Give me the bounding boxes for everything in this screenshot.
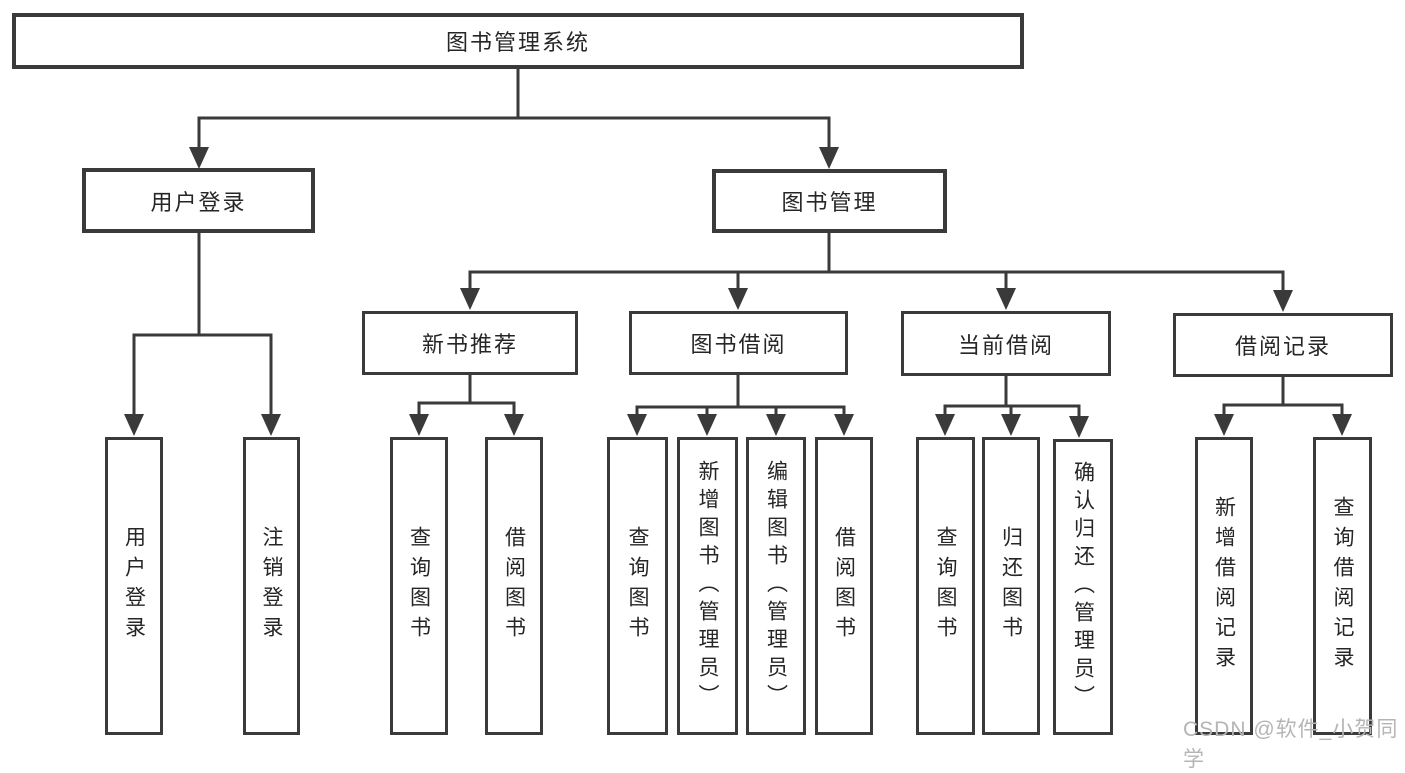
leaf-return-books: 归还图书 <box>982 437 1040 735</box>
leaf-query-books-3: 查询图书 <box>916 437 975 735</box>
connector-lines <box>124 67 1352 438</box>
node-borrowing-records: 借阅记录 <box>1173 313 1393 377</box>
leaf-query-borrow-record-label: 查询借阅记录 <box>1331 496 1354 676</box>
csdn-watermark: CSDN @软件_小贺同学 <box>1183 718 1399 771</box>
leaf-query-books-1-label: 查询图书 <box>407 526 431 646</box>
leaf-logout-label: 注销登录 <box>260 526 283 646</box>
node-book-management-label: 图书管理 <box>781 190 878 215</box>
leaf-borrow-books-1-label: 借阅图书 <box>502 526 526 646</box>
node-current-borrowing-label: 当前借阅 <box>957 332 1054 358</box>
leaf-borrow-books-2: 借阅图书 <box>815 437 873 735</box>
leaf-logout: 注销登录 <box>243 437 300 735</box>
leaf-confirm-return-admin: 确认归还（管理员） <box>1053 439 1113 735</box>
leaf-edit-books-admin-label: 编辑图书（管理员） <box>764 460 788 712</box>
leaf-return-books-label: 归还图书 <box>999 526 1023 646</box>
leaf-query-books-3-label: 查询图书 <box>934 526 957 646</box>
node-root: 图书管理系统 <box>12 13 1024 69</box>
arrowheads <box>124 147 1352 438</box>
leaf-query-books-2: 查询图书 <box>607 437 668 735</box>
leaf-user-login-label: 用户登录 <box>122 526 146 646</box>
leaf-add-borrow-record-label: 新增借阅记录 <box>1212 496 1236 676</box>
leaf-borrow-books-2-label: 借阅图书 <box>832 526 856 646</box>
node-new-book-recommendation-label: 新书推荐 <box>421 332 518 357</box>
leaf-query-borrow-record: 查询借阅记录 <box>1313 437 1372 735</box>
node-user-login: 用户登录 <box>82 168 315 233</box>
connector-path <box>132 67 1344 424</box>
node-book-borrowing-label: 图书借阅 <box>690 332 787 357</box>
leaf-user-login: 用户登录 <box>105 437 163 735</box>
leaf-query-books-1: 查询图书 <box>390 437 448 735</box>
leaf-add-borrow-record: 新增借阅记录 <box>1195 437 1253 735</box>
node-book-borrowing: 图书借阅 <box>629 311 848 375</box>
leaf-borrow-books-1: 借阅图书 <box>485 437 543 735</box>
node-current-borrowing: 当前借阅 <box>901 311 1111 376</box>
node-borrowing-records-label: 借阅记录 <box>1234 334 1331 359</box>
node-book-management: 图书管理 <box>712 169 947 233</box>
leaf-edit-books-admin: 编辑图书（管理员） <box>746 437 806 735</box>
org-chart-canvas: 图书管理系统 用户登录 图书管理 新书推荐 图书借阅 当前借阅 借阅记录 用户登… <box>12 13 1397 771</box>
node-new-book-recommendation: 新书推荐 <box>362 311 578 375</box>
node-root-label: 图书管理系统 <box>445 30 590 55</box>
node-user-login-label: 用户登录 <box>150 189 247 215</box>
leaf-query-books-2-label: 查询图书 <box>626 526 649 646</box>
leaf-add-books-admin: 新增图书（管理员） <box>677 437 738 735</box>
leaf-add-books-admin-label: 新增图书（管理员） <box>696 460 719 712</box>
leaf-confirm-return-admin-label: 确认归还（管理员） <box>1071 461 1095 713</box>
